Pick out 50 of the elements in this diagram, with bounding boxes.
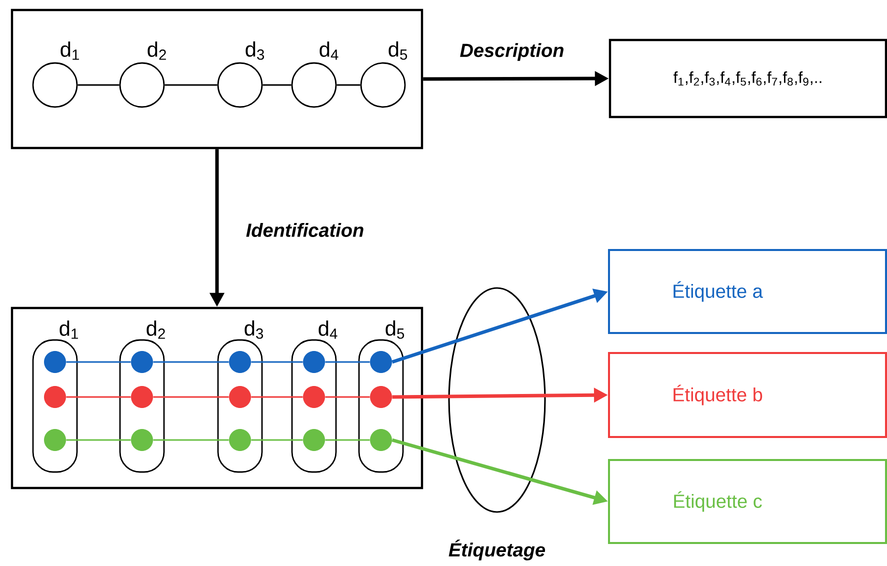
dot bbox=[131, 386, 153, 408]
connector-line bbox=[66, 439, 131, 441]
dot bbox=[44, 351, 66, 373]
connector-line bbox=[153, 396, 229, 398]
node-label: d$_{1}$ bbox=[60, 320, 78, 339]
caption-label: Étiquetage bbox=[448, 540, 546, 560]
connector-line bbox=[336, 84, 360, 86]
node-label: d$_{1}$ bbox=[60, 41, 79, 60]
connector-line bbox=[325, 439, 370, 441]
node-label: d$_{4}$ bbox=[320, 41, 338, 60]
dot bbox=[303, 351, 325, 373]
node-label: d$_{2}$ bbox=[148, 41, 166, 60]
connector-line bbox=[251, 439, 303, 441]
edge-label: Description bbox=[458, 42, 566, 62]
dot bbox=[370, 351, 392, 373]
connector-line bbox=[164, 84, 218, 86]
connector-line bbox=[325, 361, 370, 363]
connector-line bbox=[153, 361, 229, 363]
label-box: Étiquette c bbox=[608, 459, 887, 544]
edge-label: Identification bbox=[244, 222, 366, 238]
label-box: Étiquette a bbox=[608, 249, 887, 334]
dot bbox=[229, 386, 251, 408]
dot bbox=[131, 429, 153, 451]
node-label: d$_{2}$ bbox=[146, 320, 165, 339]
dot bbox=[303, 429, 325, 451]
dot bbox=[44, 386, 66, 408]
dot bbox=[229, 351, 251, 373]
connector-line bbox=[251, 361, 303, 363]
feature-box: f$_{1}$,f$_{2}$,f$_{3}$,f$_{4}$,f$_{5}$,f$_{6}$,f$_{7}$,f$_{8}$,f$_{9}$,.. bbox=[608, 38, 887, 118]
connector-line bbox=[66, 396, 131, 398]
connector-line bbox=[325, 396, 370, 398]
node-label: d$_{5}$ bbox=[388, 41, 408, 60]
dot bbox=[303, 386, 325, 408]
node-label: d$_{3}$ bbox=[244, 320, 264, 339]
frame-box bbox=[10, 306, 424, 490]
dot bbox=[131, 351, 153, 373]
node-label: d$_{4}$ bbox=[318, 320, 338, 339]
label-box: Étiquette b bbox=[608, 352, 887, 438]
connector-line bbox=[78, 84, 120, 86]
connector-line bbox=[153, 439, 229, 441]
dot bbox=[370, 429, 392, 451]
connector-line bbox=[66, 361, 131, 363]
dot bbox=[370, 386, 392, 408]
frame-box bbox=[10, 8, 424, 150]
connector-line bbox=[251, 396, 303, 398]
node-label: d$_{3}$ bbox=[246, 41, 264, 60]
node-label: d$_{5}$ bbox=[386, 320, 404, 339]
dot bbox=[229, 429, 251, 451]
dot bbox=[44, 429, 66, 451]
connector-line bbox=[262, 84, 292, 86]
